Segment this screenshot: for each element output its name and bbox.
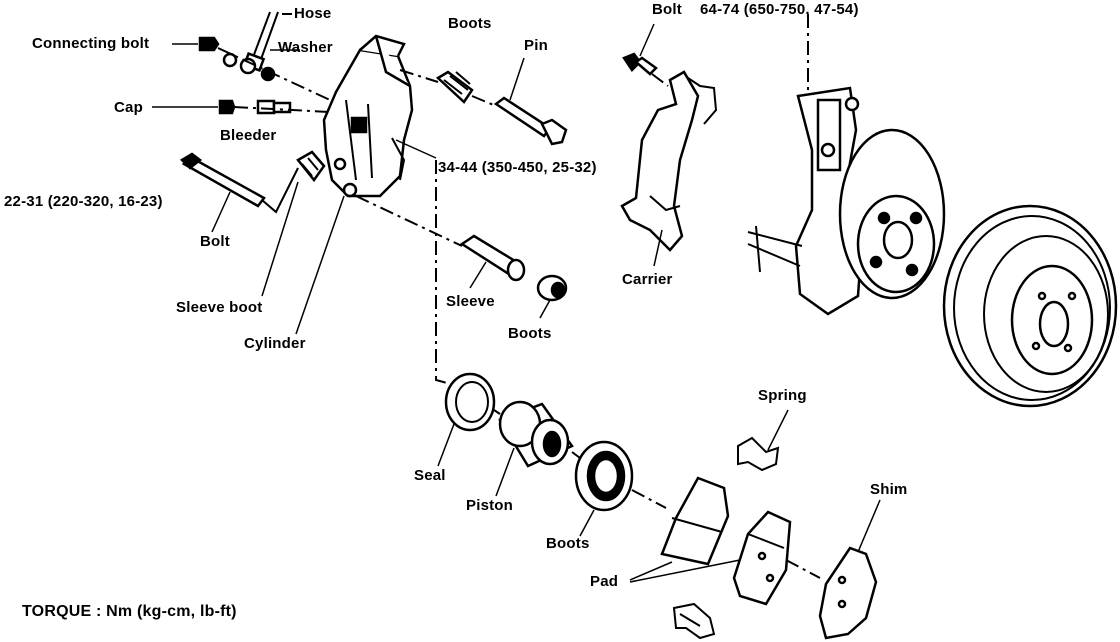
pad-outer-part [660,476,730,566]
seal-part [437,372,496,467]
pad-inner-part [629,510,821,606]
spring-part [737,409,789,472]
label-pad: Pad [590,573,619,590]
label-carrier: Carrier [622,271,673,288]
label-bolt-top: Bolt [652,1,682,18]
label-caliper-torque: 34-44 (350-450, 25-32) [438,159,597,176]
label-bleeder: Bleeder [220,127,277,144]
label-piston: Piston [466,497,514,514]
top-bolt-part [622,23,669,87]
carrier-part [620,70,718,267]
boots-low-part [571,440,667,537]
label-connecting-bolt: Connecting bolt [32,35,150,52]
left-bolt-part [179,152,299,233]
piston-part [493,400,574,497]
label-shim: Shim [870,481,908,498]
label-washer: Washer [278,39,333,56]
shim-part [818,499,881,640]
label-sleeve-boot: Sleeve boot [176,299,263,316]
label-boots-top: Boots [448,15,492,32]
label-bolt-left-torque: 22-31 (220-320, 16-23) [4,193,163,210]
label-spring: Spring [758,387,807,404]
label-cylinder: Cylinder [244,335,306,352]
torque-legend: TORQUE : Nm (kg-cm, lb-ft) [22,603,237,620]
caliper-torque-leader [395,139,459,387]
caliper-cylinder-part [322,34,414,198]
bleeder-part [233,99,331,115]
sleeve-boot-part [261,150,326,297]
label-bolt-top-torque: 64-74 (650-750, 47-54) [700,1,859,18]
label-boots-mid: Boots [508,325,552,342]
pad-clip-part [672,602,716,640]
label-hose: Hose [294,5,332,22]
connecting-bolt-part [172,36,331,101]
rotor-part [942,204,1118,408]
boots-top-part [435,70,474,104]
hub-part [838,128,946,300]
label-bolt-left: Bolt [200,233,230,250]
label-boots-low: Boots [546,535,590,552]
knuckle-strut-part [747,14,864,316]
pin-part [399,57,568,146]
cylinder-leader [295,195,345,335]
cap-part [152,99,236,115]
boots-mid-part [536,274,568,319]
label-pin: Pin [524,37,548,54]
label-seal: Seal [414,467,446,484]
sleeve-part [355,195,526,289]
label-cap: Cap [114,99,143,116]
label-sleeve: Sleeve [446,293,495,310]
